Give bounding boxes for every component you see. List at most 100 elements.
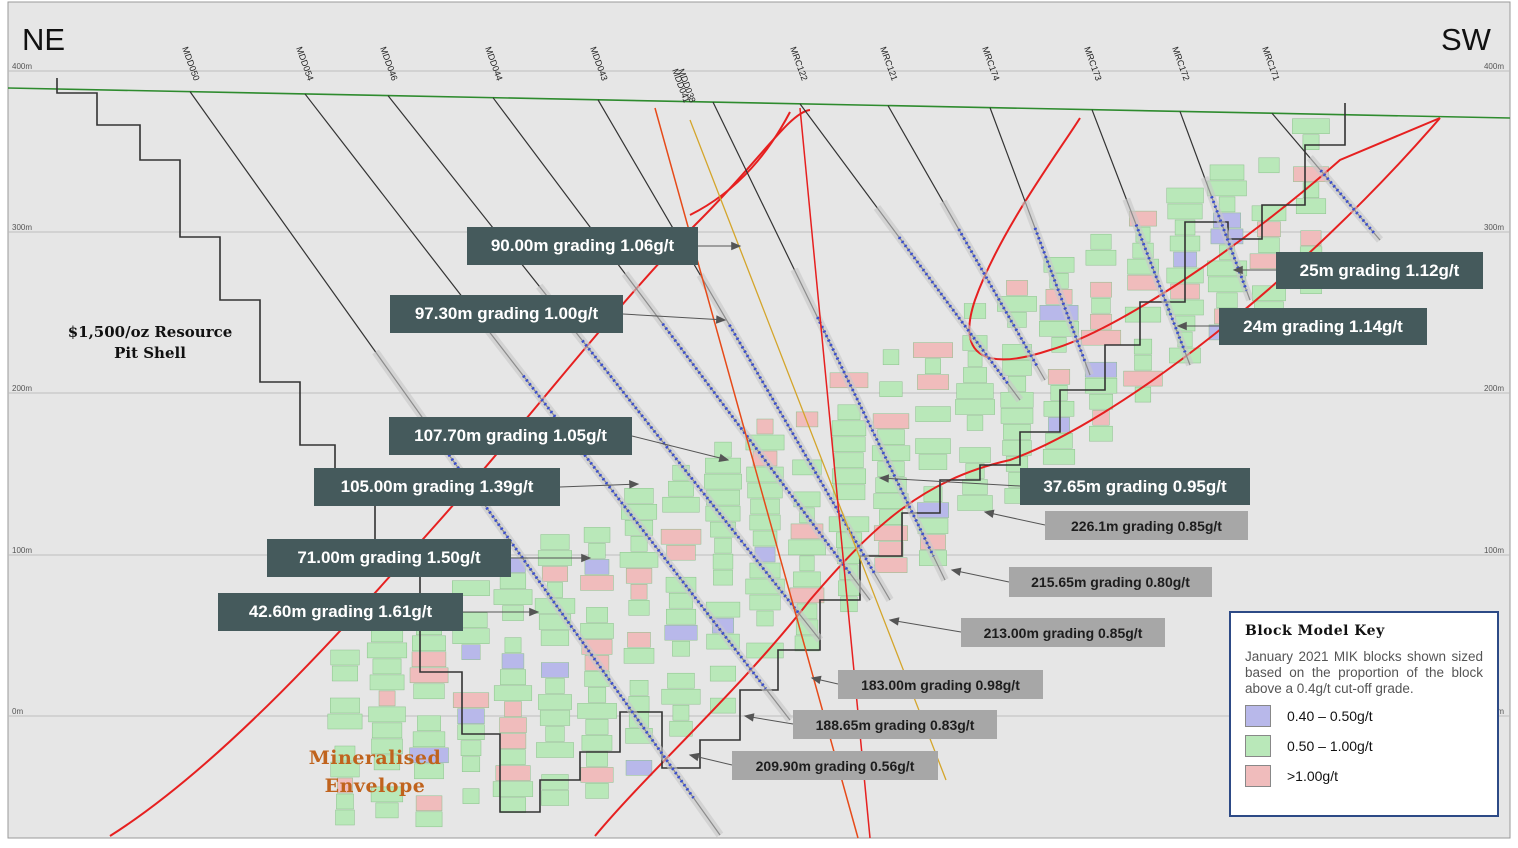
model-block <box>460 740 482 756</box>
elevation-label-left-200m: 200m <box>12 384 32 393</box>
model-block <box>756 418 774 435</box>
model-block <box>336 793 354 810</box>
leader-arrowhead <box>581 553 592 563</box>
topography-line <box>7 87 1511 119</box>
model-block <box>580 575 614 591</box>
model-block <box>1045 433 1073 449</box>
model-block <box>585 719 609 735</box>
model-block <box>412 731 446 748</box>
model-block <box>500 749 526 765</box>
model-block <box>370 786 404 803</box>
ne-label: NE <box>22 22 66 57</box>
model-block <box>799 555 815 572</box>
model-block <box>1092 409 1110 426</box>
leader-arrowhead <box>888 617 900 626</box>
model-block <box>668 480 694 497</box>
model-block <box>417 715 441 732</box>
model-block <box>415 811 443 828</box>
model-block <box>1133 338 1153 355</box>
model-block <box>1000 408 1034 424</box>
model-block <box>412 635 446 652</box>
envelope-label: Mineralised Envelope <box>270 744 480 800</box>
model-block <box>962 479 988 495</box>
model-block <box>872 413 910 429</box>
leader-line <box>951 569 1010 583</box>
model-block <box>630 536 648 552</box>
intercept-callout-2: 97.30m grading 1.00g/t <box>390 295 623 333</box>
model-block <box>504 701 522 717</box>
model-block <box>713 569 733 586</box>
key-item-low-label: 0.40 – 0.50g/t <box>1287 708 1373 724</box>
envelope-label-line2: Envelope <box>324 775 426 797</box>
model-block <box>580 623 614 639</box>
elevation-label-right-400m: 400m <box>1484 62 1504 71</box>
assay-values <box>897 236 1011 387</box>
leader-line <box>984 511 1046 526</box>
model-block <box>585 783 609 799</box>
model-block <box>963 303 987 319</box>
model-block <box>493 685 533 701</box>
model-block <box>664 624 698 641</box>
model-block <box>832 484 866 501</box>
model-block <box>1090 233 1112 250</box>
model-block <box>714 537 732 554</box>
model-block <box>704 473 742 490</box>
model-block <box>661 688 701 705</box>
pit-shell-label-line1: $1,500/oz Resource <box>67 323 233 341</box>
model-block <box>1089 393 1113 410</box>
model-block <box>499 573 527 589</box>
leader-arrowhead <box>718 453 730 463</box>
model-block <box>372 658 402 675</box>
model-block <box>874 557 908 573</box>
model-block <box>878 541 904 557</box>
key-description: January 2021 MIK blocks shown sized base… <box>1245 649 1483 696</box>
model-block <box>414 763 444 780</box>
swatch-high <box>1245 765 1271 787</box>
model-block <box>588 687 607 703</box>
model-block <box>915 406 951 422</box>
leader-arrowhead <box>1232 265 1243 275</box>
model-block <box>588 543 606 559</box>
model-block <box>493 589 533 605</box>
model-block <box>1302 134 1320 150</box>
intercept-callout-14: 188.65m grading 0.83g/t <box>793 710 997 739</box>
model-block <box>577 703 617 719</box>
model-block <box>1002 440 1032 456</box>
model-block <box>1047 369 1071 385</box>
model-block <box>415 795 443 812</box>
leader-arrowhead <box>1176 321 1187 331</box>
model-block <box>1166 187 1204 204</box>
pit-shell-outline <box>56 78 1346 813</box>
model-block <box>660 528 702 545</box>
model-block <box>666 608 697 625</box>
model-block <box>1292 118 1330 134</box>
callout-leaders <box>463 241 1276 766</box>
intercept-callout-3: 107.70m grading 1.05g/t <box>389 417 632 455</box>
model-block <box>586 607 608 623</box>
model-block <box>1090 281 1112 298</box>
model-block <box>1089 425 1113 442</box>
elevation-label-left-300m: 300m <box>12 223 32 232</box>
model-block <box>619 552 659 568</box>
model-block <box>1091 297 1111 314</box>
elevation-label-left-0m: 0m <box>12 707 23 716</box>
model-block <box>366 642 408 659</box>
model-block <box>831 420 867 437</box>
intercept-callout-9: 37.65m grading 0.95g/t <box>1020 468 1250 505</box>
intercept-callout-13: 183.00m grading 0.98g/t <box>838 670 1043 699</box>
elevation-label-left-100m: 100m <box>12 546 32 555</box>
leader-arrowhead <box>629 480 640 489</box>
model-block <box>373 754 401 771</box>
model-block <box>831 468 866 485</box>
intercept-callout-4: 105.00m grading 1.39g/t <box>314 468 560 506</box>
intercept-callout-10: 226.1m grading 0.85g/t <box>1045 511 1248 540</box>
model-block <box>1300 230 1322 246</box>
assay-values <box>1033 227 1087 363</box>
model-block <box>452 692 490 708</box>
model-block <box>749 594 781 611</box>
model-block <box>918 454 948 470</box>
model-block <box>1090 313 1112 330</box>
model-block <box>368 706 406 723</box>
model-block <box>540 630 570 646</box>
